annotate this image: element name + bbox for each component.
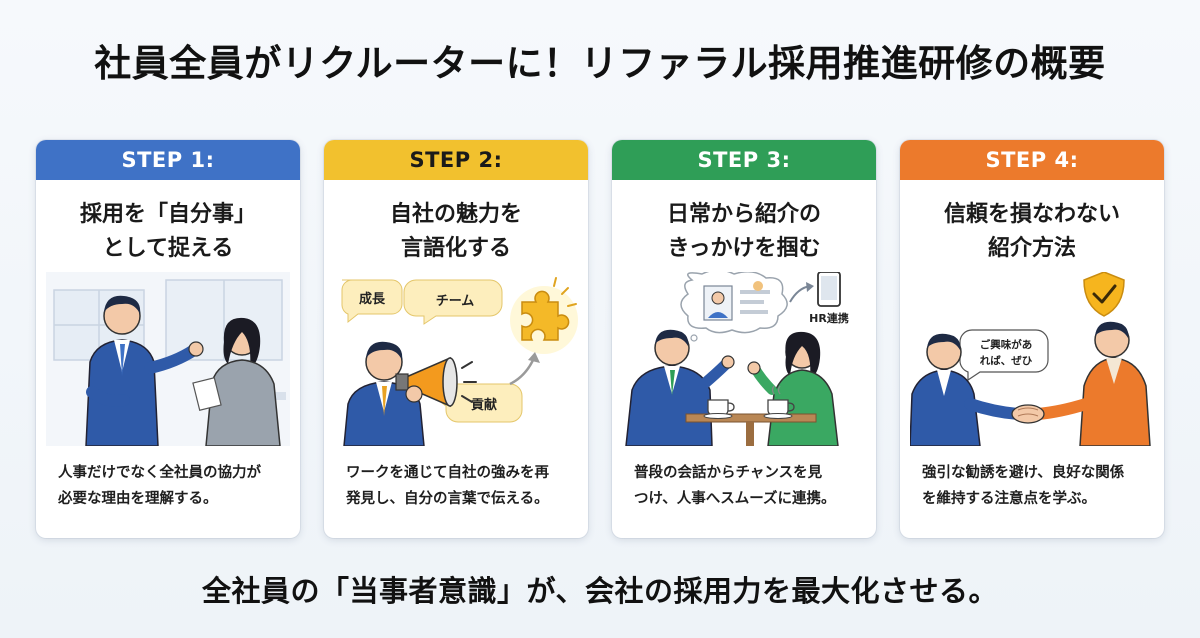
step-cards: STEP 1: 採用を「自分事」 として捉える: [36, 140, 1164, 538]
megaphone-illustration: 成長 チーム 貢献: [341, 277, 578, 446]
phone-label: HR連携: [809, 311, 849, 325]
step-3-description: 普段の会話からチャンスを見 つけ、人事へスムーズに連携。: [634, 460, 860, 512]
shield-check-icon: [1083, 272, 1125, 317]
step-4-description-line2: を維持する注意点を学ぶ。: [922, 491, 1096, 507]
step-card-3: STEP 3: 日常から紹介の きっかけを掴む: [612, 140, 876, 538]
coffee-cup-icon: [763, 385, 795, 419]
step-2-description-line1: ワークを通じて自社の強みを再: [346, 465, 549, 481]
bubble-growth: 成長: [341, 279, 403, 324]
office-conversation-illustration: [46, 272, 290, 446]
step-2-title-line2: 言語化する: [400, 236, 511, 261]
step-1-description-line2: 必要な理由を理解する。: [58, 491, 218, 507]
speech-bubble: ご興味があ れば、ぜひ: [959, 329, 1049, 382]
bubble-contribution-text: 貢献: [471, 397, 497, 413]
step-1-description-line1: 人事だけでなく全社員の協力が: [58, 465, 261, 481]
smartphone-icon: HR連携: [789, 272, 849, 325]
bubble-team: チーム: [403, 279, 503, 325]
step-2-description: ワークを通じて自社の強みを再 発見し、自分の言葉で伝える。: [346, 460, 572, 512]
step-3-title: 日常から紹介の きっかけを掴む: [622, 198, 866, 266]
step-4-description-line1: 強引な勧誘を避け、良好な関係: [922, 465, 1125, 481]
step-4-illustration: ご興味があ れば、ぜひ: [910, 272, 1154, 446]
cafe-conversation-illustration: HR連携: [625, 272, 849, 446]
megaphone-icon: [395, 356, 477, 408]
coffee-cup-icon: [703, 399, 735, 419]
page-title: 社員全員がリクルーターに！リファラル採用推進研修の概要: [94, 42, 1106, 85]
step-3-title-line2: きっかけを掴む: [667, 236, 821, 261]
step-1-title-line2: として捉える: [102, 236, 234, 261]
profile-thought-bubble: [680, 272, 788, 349]
step-4-title: 信頼を損なわない 紹介方法: [910, 198, 1154, 266]
step-1-illustration: [46, 272, 290, 446]
step-4-title-line2: 紹介方法: [987, 236, 1076, 261]
step-2-header: STEP 2:: [324, 140, 588, 180]
handshake-illustration: ご興味があ れば、ぜひ: [910, 272, 1151, 446]
bubble-growth-text: 成長: [359, 291, 386, 307]
step-1-description: 人事だけでなく全社員の協力が 必要な理由を理解する。: [58, 460, 284, 512]
step-2-title-line1: 自社の魅力を: [389, 202, 522, 227]
step-2-title: 自社の魅力を 言語化する: [334, 198, 578, 266]
step-4-title-line1: 信頼を損なわない: [943, 202, 1120, 227]
step-4-header: STEP 4:: [900, 140, 1164, 180]
step-4-description: 強引な勧誘を避け、良好な関係 を維持する注意点を学ぶ。: [922, 460, 1148, 512]
puzzle-icon: [509, 277, 578, 386]
speech-bubble-line2: れば、ぜひ: [980, 354, 1033, 367]
step-card-2: STEP 2: 自社の魅力を 言語化する 成長 チーム 貢献: [324, 140, 588, 538]
step-3-header: STEP 3:: [612, 140, 876, 180]
step-2-illustration: 成長 チーム 貢献: [334, 272, 578, 446]
step-3-description-line2: つけ、人事へスムーズに連携。: [634, 491, 836, 507]
step-card-1: STEP 1: 採用を「自分事」 として捉える: [36, 140, 300, 538]
step-3-description-line1: 普段の会話からチャンスを見: [634, 465, 823, 481]
step-3-illustration: HR連携: [622, 272, 866, 446]
footer-message: 全社員の「当事者意識」が、会社の採用力を最大化させる。: [202, 574, 998, 608]
step-1-header: STEP 1:: [36, 140, 300, 180]
step-2-description-line2: 発見し、自分の言葉で伝える。: [346, 491, 549, 507]
step-3-title-line1: 日常から紹介の: [666, 202, 821, 227]
step-1-title: 採用を「自分事」 として捉える: [46, 198, 290, 266]
step-1-title-line1: 採用を「自分事」: [79, 202, 256, 227]
bubble-team-text: チーム: [436, 294, 475, 309]
step-card-4: STEP 4: 信頼を損なわない 紹介方法 ご興味があ れば、ぜひ: [900, 140, 1164, 538]
speech-bubble-line1: ご興味があ: [980, 338, 1033, 351]
handshake-icon: [1011, 404, 1045, 424]
